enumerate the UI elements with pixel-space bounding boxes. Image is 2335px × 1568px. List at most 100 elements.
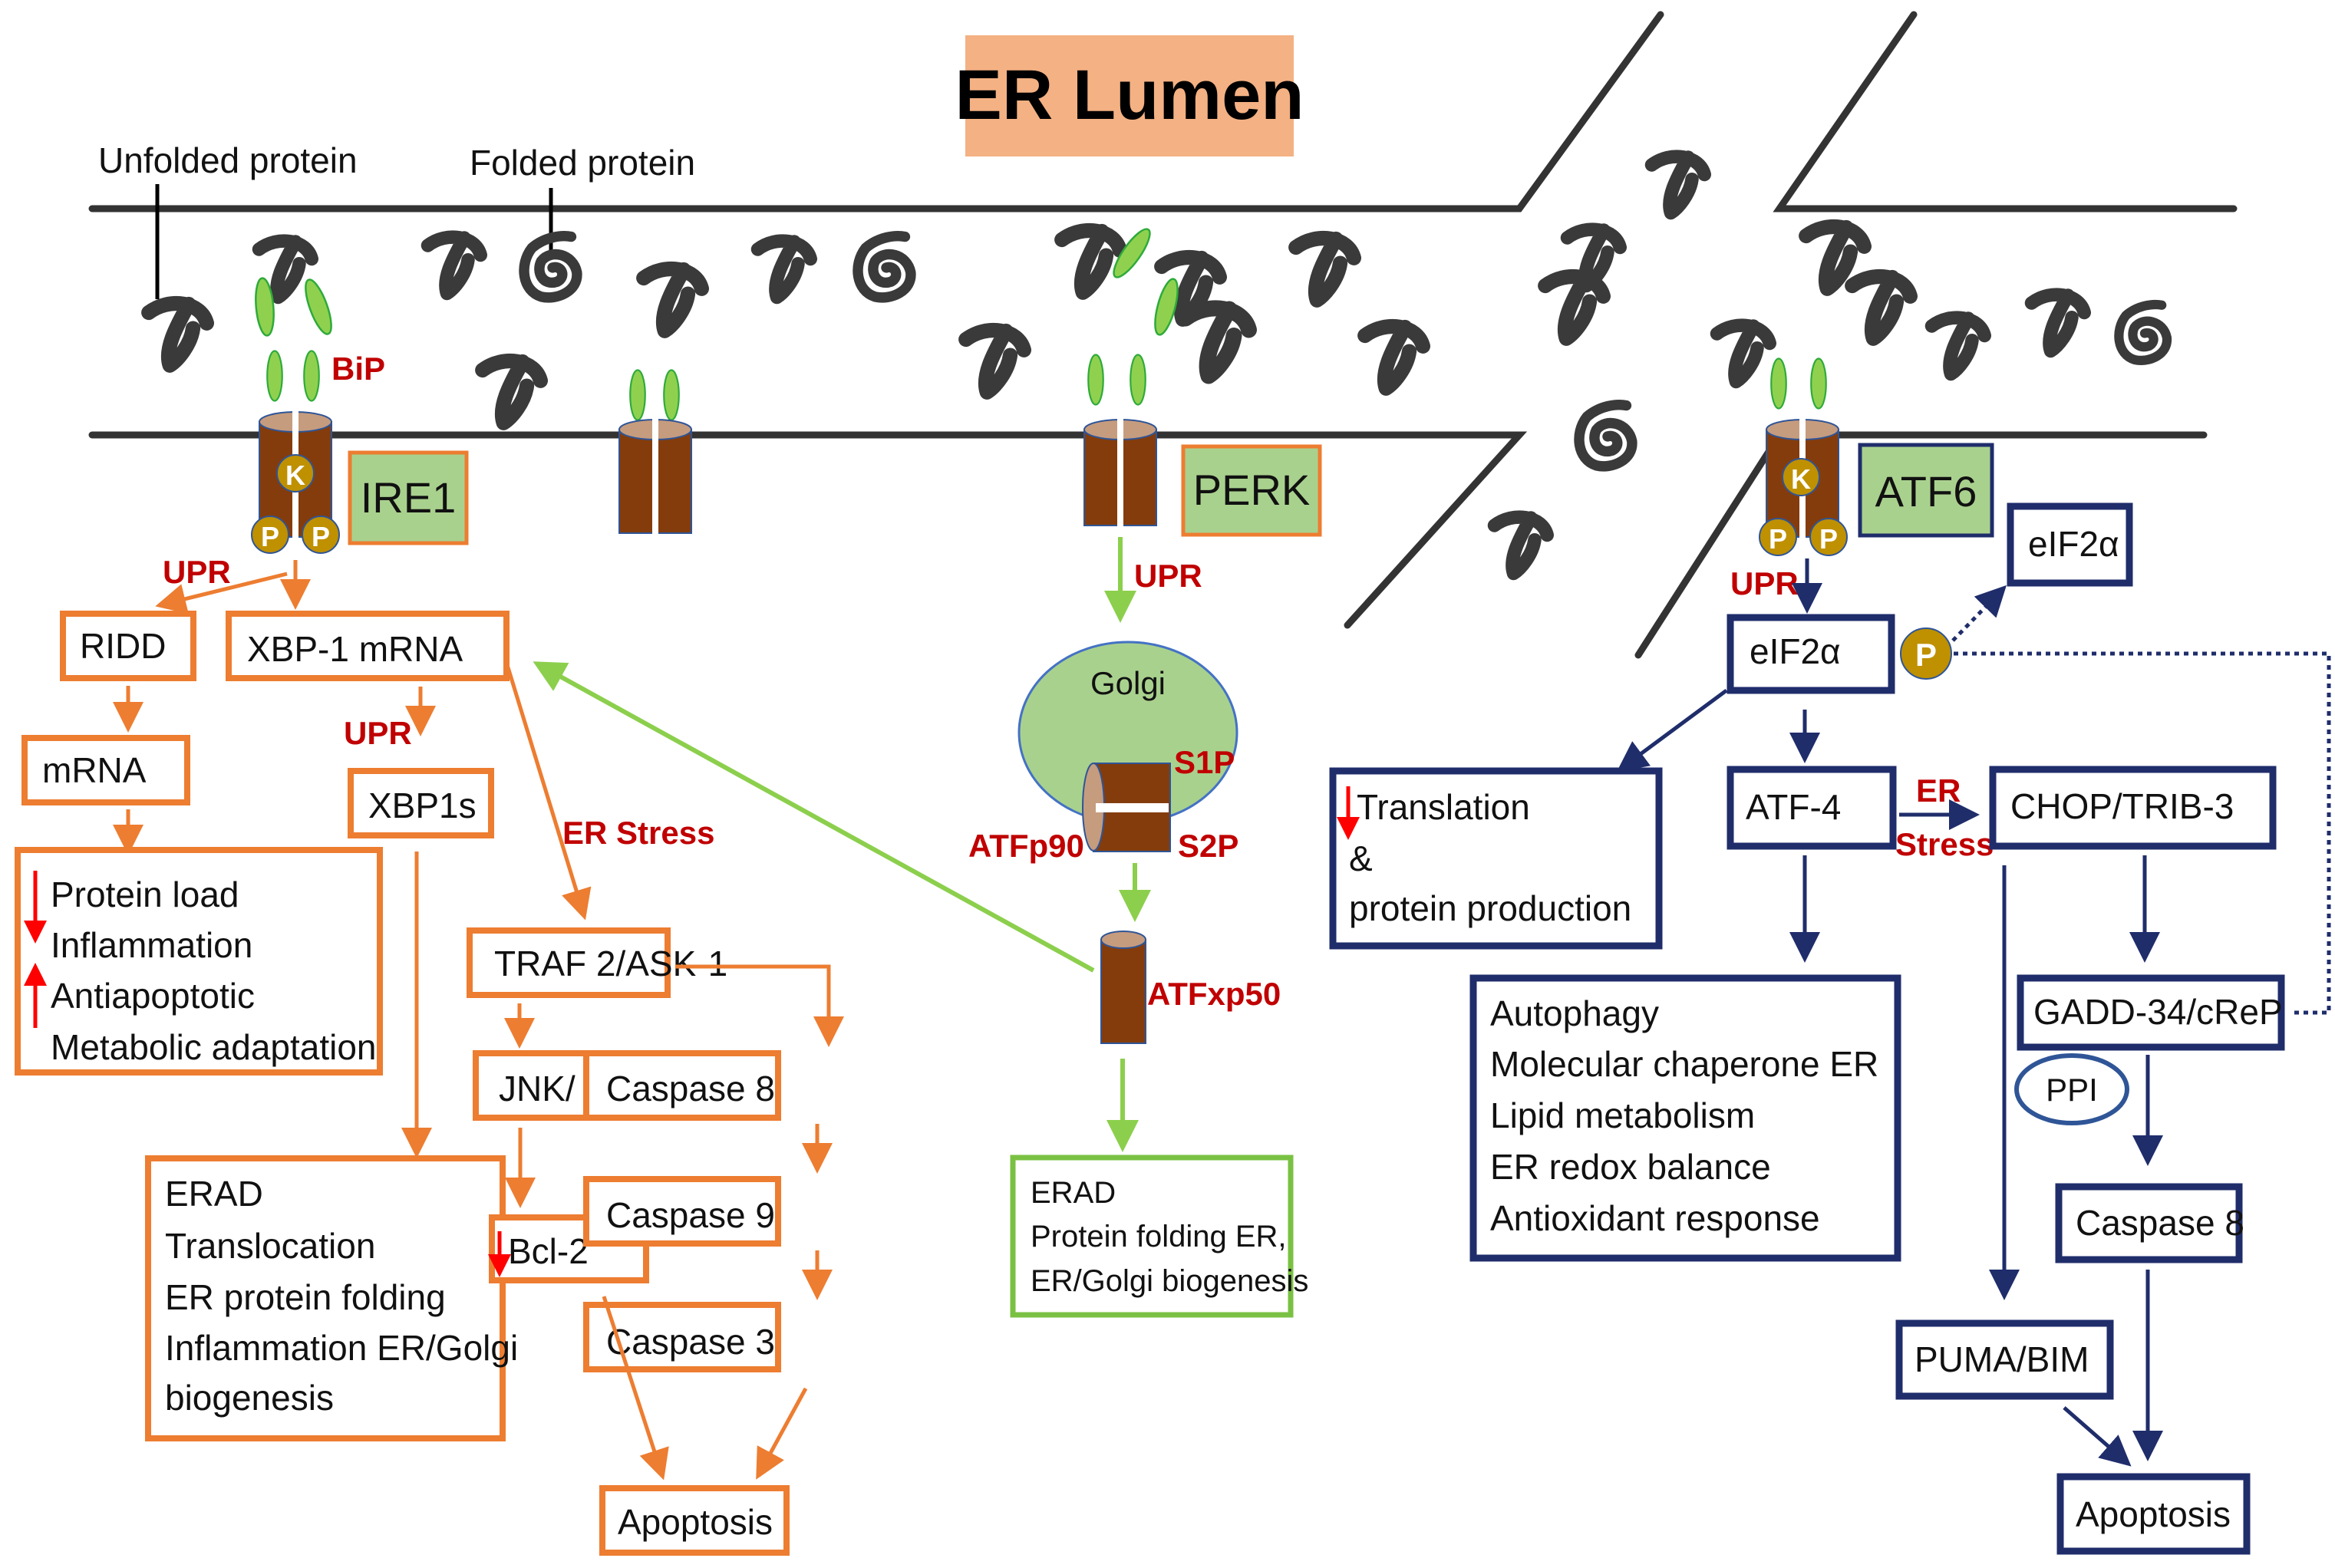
svg-text:K: K [285,460,305,491]
svg-text:P: P [1915,637,1937,673]
arrow-traf2-caspase8 [675,964,844,1047]
svg-text:Caspase 8: Caspase 8 [2076,1203,2244,1243]
bip-icon [1087,354,1104,406]
golgi: Golgi [1017,641,1238,825]
caspase3-box: Caspase 3 [583,1302,781,1372]
svg-text:P: P [1769,523,1787,555]
atfxp50-label: ATFxp50 [1147,976,1281,1012]
ire1-upr-label: UPR [163,554,231,590]
svg-text:Protein folding ER,: Protein folding ER, [1031,1220,1287,1253]
caspase9-box: Caspase 9 [583,1176,781,1247]
unfolded-protein-icon [1495,517,1548,573]
svg-text:CHOP/TRIB-3: CHOP/TRIB-3 [2010,786,2234,826]
bip-label: BiP [331,351,385,387]
perk-outcomes-box: ERAD Protein folding ER, ER/Golgi biogen… [1010,1155,1308,1318]
feedback-dotted-line [1954,651,2331,1015]
traf2-ask1-box: TRAF 2/ASK-1 [467,927,727,998]
atf4-box: ATF-4 [1727,766,1897,850]
er-lumen-title: ER Lumen [955,35,1304,156]
eif2a-phosphorylated-box: eIF2α [2007,502,2133,587]
unfolded-protein-icon [966,331,1024,393]
svg-text:Autophagy: Autophagy [1490,993,1659,1033]
arrow-xbp1-traf2 [506,667,592,921]
translation-box: Translation & protein production [1329,767,1663,950]
bip-icon [1810,357,1827,410]
unfolded-protein-icon [1932,318,1985,374]
phospho-icon [1759,518,1797,556]
svg-text:ER redox balance: ER redox balance [1490,1147,1771,1187]
unfolded-protein-icon [1652,156,1705,212]
svg-text:ERAD: ERAD [1031,1176,1116,1210]
unfolded-protein-icon [428,237,481,293]
svg-text:TRAF 2/ASK-1: TRAF 2/ASK-1 [494,944,727,983]
svg-text:Golgi: Golgi [1090,665,1166,701]
phospho-icon [1900,628,1952,680]
folded-protein-icon [858,236,911,298]
phospho-icon [302,516,340,554]
unfolded-protein-icon [1717,325,1770,381]
svg-text:Lipid metabolism: Lipid metabolism [1490,1095,1755,1135]
svg-text:ATF-4: ATF-4 [1746,787,1841,827]
title-text: ER Lumen [955,56,1304,134]
svg-text:protein production: protein production [1349,888,1631,928]
atfp90-label: ATFp90 [968,828,1084,864]
xbp1s-box: XBP1s [348,768,494,838]
kinase-icon [1782,458,1820,496]
svg-text:XBP1s: XBP1s [368,786,477,825]
unfolded-protein-label: Unfolded protein [98,140,358,180]
svg-text:P: P [312,521,330,552]
svg-text:K: K [1791,463,1811,495]
arrow-bcl2-apoptosis [602,1296,669,1481]
eif2a-phospho: P [1900,628,1952,680]
atf6-apoptosis-box: Apoptosis [2056,1473,2251,1555]
atfxp50-fragment [1100,931,1146,1044]
atf4-stress-label: Stress [1895,826,1994,862]
bip-icon [1130,354,1146,406]
svg-text:Bcl-2: Bcl-2 [508,1231,589,1271]
svg-text:Apoptosis: Apoptosis [618,1502,773,1542]
svg-text:PERK: PERK [1193,466,1311,514]
svg-text:Antioxidant response: Antioxidant response [1490,1198,1820,1238]
ppi-ellipse: PPI [2014,1053,2129,1125]
unfolded-protein-icon [1296,239,1354,301]
atf4-outcomes-box: Autophagy Molecular chaperone ER Lipid m… [1469,974,1901,1262]
phospho-icon [251,516,289,554]
chop-trib3-box: CHOP/TRIB-3 [1989,766,2277,850]
bip-icon [303,350,320,402]
folded-protein-icon [2119,305,2167,361]
bip-icon [299,275,338,338]
svg-text:Caspase 8: Caspase 8 [606,1069,775,1108]
membrane-upper-left [88,11,1664,212]
svg-text:biogenesis: biogenesis [165,1378,334,1418]
svg-text:Molecular chaperone ER: Molecular chaperone ER [1490,1044,1878,1084]
atf4-er-label: ER [1916,772,1961,809]
svg-text:PPI: PPI [2046,1072,2098,1108]
unfolded-protein-icon [1186,308,1249,376]
svg-text:Caspase 9: Caspase 9 [606,1195,775,1235]
bip-icon [629,369,646,421]
svg-text:Apoptosis: Apoptosis [2076,1494,2231,1534]
phospho-icon [1809,518,1848,556]
mrna-box: mRNA [21,735,190,805]
unfolded-protein-icon [1062,231,1120,293]
caspase8-box: Caspase 8 [583,1050,781,1121]
kinase-icon [276,454,315,492]
unfolded-protein-icon [644,269,702,331]
arrow-caspase3-apoptosis [756,1387,808,1480]
svg-text:eIF2α: eIF2α [2028,524,2119,564]
ire1-er-stress-label: ER Stress [562,815,714,851]
svg-text:P: P [1819,523,1838,555]
atf6-caspase8-box: Caspase 8 [2055,1183,2244,1263]
svg-text:PUMA/BIM: PUMA/BIM [1915,1339,2089,1379]
svg-text:ER protein folding: ER protein folding [165,1277,446,1317]
xbp1-mrna-box: XBP-1 mRNA [226,611,510,681]
unfolded-protein-icon [1545,277,1604,339]
s1p-s2p-protease [1082,763,1171,852]
svg-text:Translocation: Translocation [165,1226,375,1266]
atf6-label-box: ATF6 [1858,443,1994,538]
arrow-atfxp50-xbp1 [533,661,1095,973]
s1p-label: S1P [1174,744,1235,780]
ire1-label-box: IRE1 [348,450,469,545]
svg-text:Protein load: Protein load [51,875,239,914]
